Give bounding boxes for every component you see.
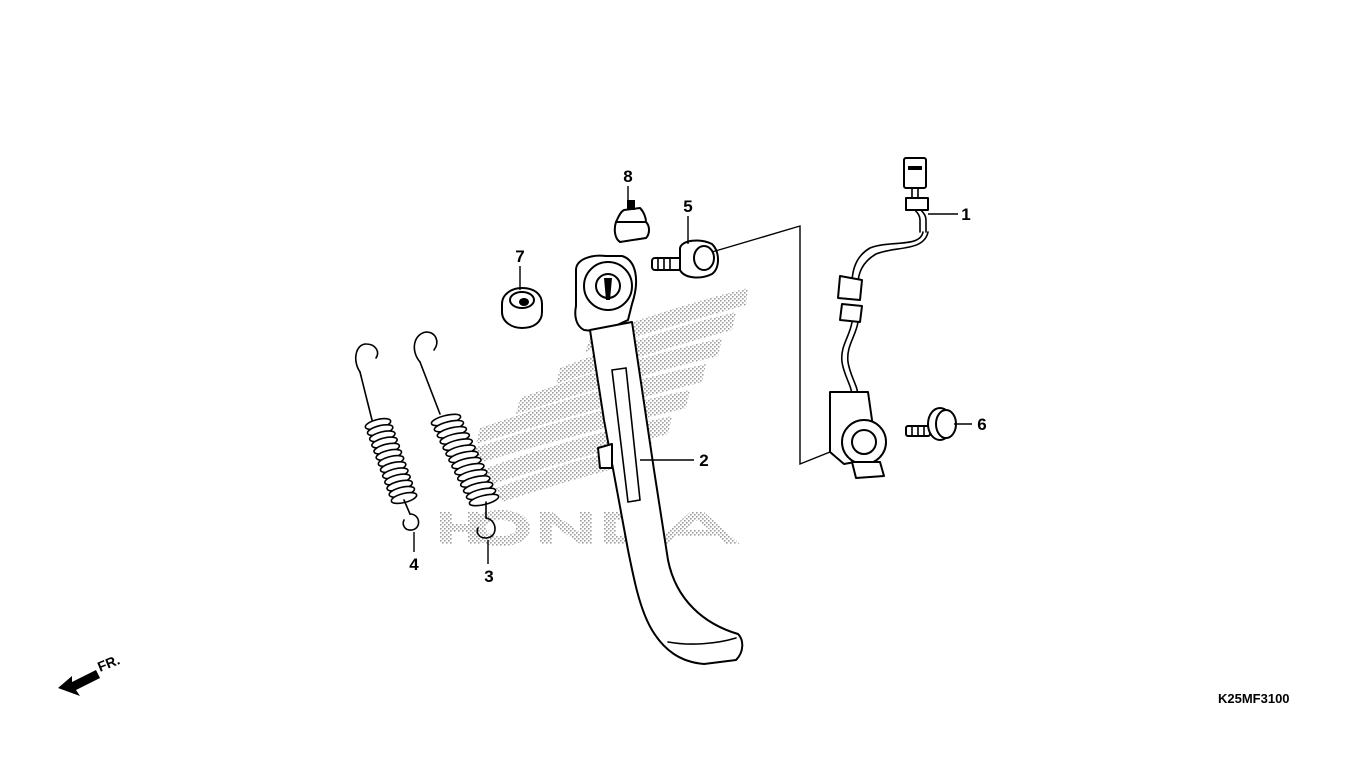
callout-1: 1 (961, 205, 970, 224)
callout-2: 2 (699, 451, 708, 470)
callout-6: 6 (977, 415, 986, 434)
spring-coil (468, 493, 500, 507)
callout-5: 5 (683, 197, 692, 216)
part-4-spring[interactable] (354, 343, 420, 531)
callout-3: 3 (484, 567, 493, 586)
callout-4: 4 (409, 555, 419, 574)
part-5-pivot-bolt[interactable] (651, 239, 719, 279)
part-1-side-stand-switch[interactable] (829, 157, 929, 479)
arrow-left-icon (58, 670, 100, 696)
front-label: FR. (95, 651, 122, 674)
callout-leaders (413, 186, 972, 564)
part-7-collar[interactable] (501, 287, 543, 329)
front-direction-indicator: FR. (58, 651, 122, 696)
callout-8: 8 (623, 167, 632, 186)
part-6-switch-bolt[interactable] (905, 407, 957, 441)
honda-logo-watermark (440, 510, 740, 546)
part-3-spring[interactable] (413, 331, 500, 539)
callout-7: 7 (515, 247, 524, 266)
part-8-stopper[interactable] (613, 200, 650, 243)
part-2-side-stand[interactable] (574, 254, 744, 665)
assembly-leader-line (711, 225, 831, 466)
drawing-code: K25MF3100 (1218, 691, 1290, 706)
